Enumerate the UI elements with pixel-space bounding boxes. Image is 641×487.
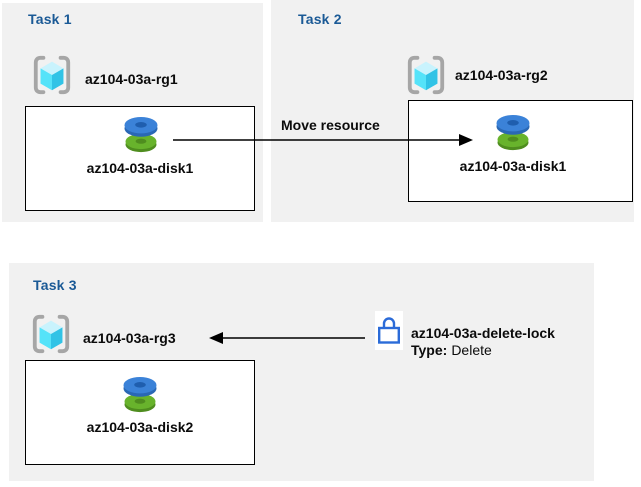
lock-icon [375, 311, 403, 350]
lock-type-label: Type: [411, 342, 448, 358]
task2-title: Task 2 [298, 11, 342, 27]
lock-name-label: az104-03a-delete-lock [411, 325, 555, 341]
lock-type-line: Type:Delete [411, 342, 492, 358]
task3-title: Task 3 [33, 277, 77, 293]
lock-type-value: Delete [451, 342, 492, 358]
task1-resource-group-label: az104-03a-rg1 [85, 71, 178, 87]
resource-group-icon [31, 53, 73, 97]
task1-resource-label: az104-03a-disk1 [86, 160, 194, 176]
resource-group-icon [405, 53, 447, 97]
managed-disk-icon [117, 372, 163, 416]
task3-resource-label: az104-03a-disk2 [86, 419, 194, 435]
resource-group-icon [30, 312, 72, 356]
task3-resource-group-label: az104-03a-rg3 [83, 330, 176, 346]
managed-disk-icon [490, 110, 536, 154]
task1-title: Task 1 [28, 11, 72, 27]
managed-disk-icon [118, 112, 164, 156]
task2-resource-label: az104-03a-disk1 [459, 158, 567, 174]
move-resource-label: Move resource [281, 117, 380, 133]
task2-resource-group-label: az104-03a-rg2 [455, 67, 548, 83]
